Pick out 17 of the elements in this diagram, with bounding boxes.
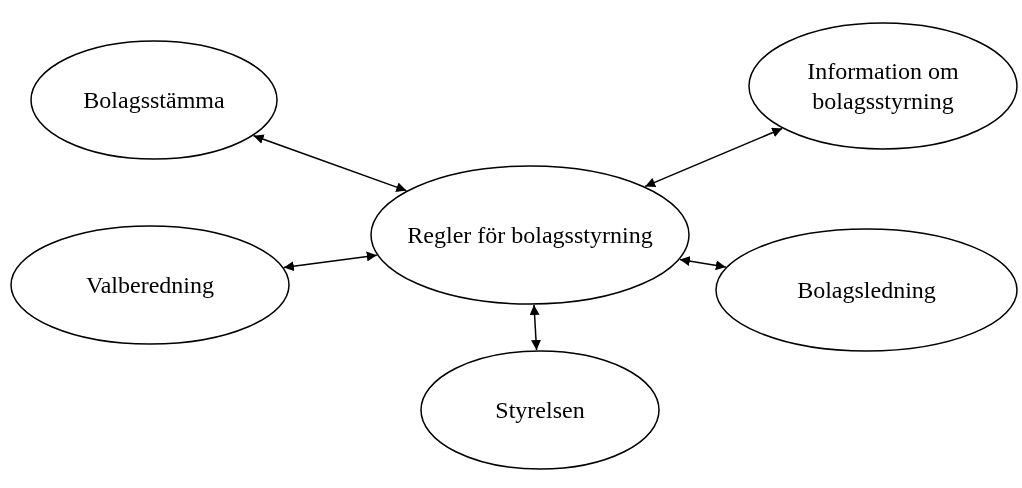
double-arrow	[644, 127, 783, 188]
double-arrow	[252, 134, 408, 192]
node-label: Information om bolagsstyrning	[806, 57, 960, 116]
node-label: Regler för bolagsstyrning	[406, 221, 654, 250]
double-arrow	[679, 256, 727, 271]
node-label: Valberedning	[85, 271, 215, 300]
node-label: Bolagsstämma	[82, 86, 226, 115]
node-label: Styrelsen	[494, 396, 586, 425]
node-label: Bolagsledning	[796, 276, 937, 305]
ellipse-node	[10, 225, 290, 345]
double-arrow	[529, 304, 541, 351]
double-arrow	[283, 251, 378, 272]
ellipse-node	[748, 22, 1018, 150]
ellipse-node	[370, 165, 690, 305]
ellipse-node	[30, 40, 278, 160]
ellipse-node	[420, 350, 660, 470]
ellipse-node	[715, 228, 1018, 352]
